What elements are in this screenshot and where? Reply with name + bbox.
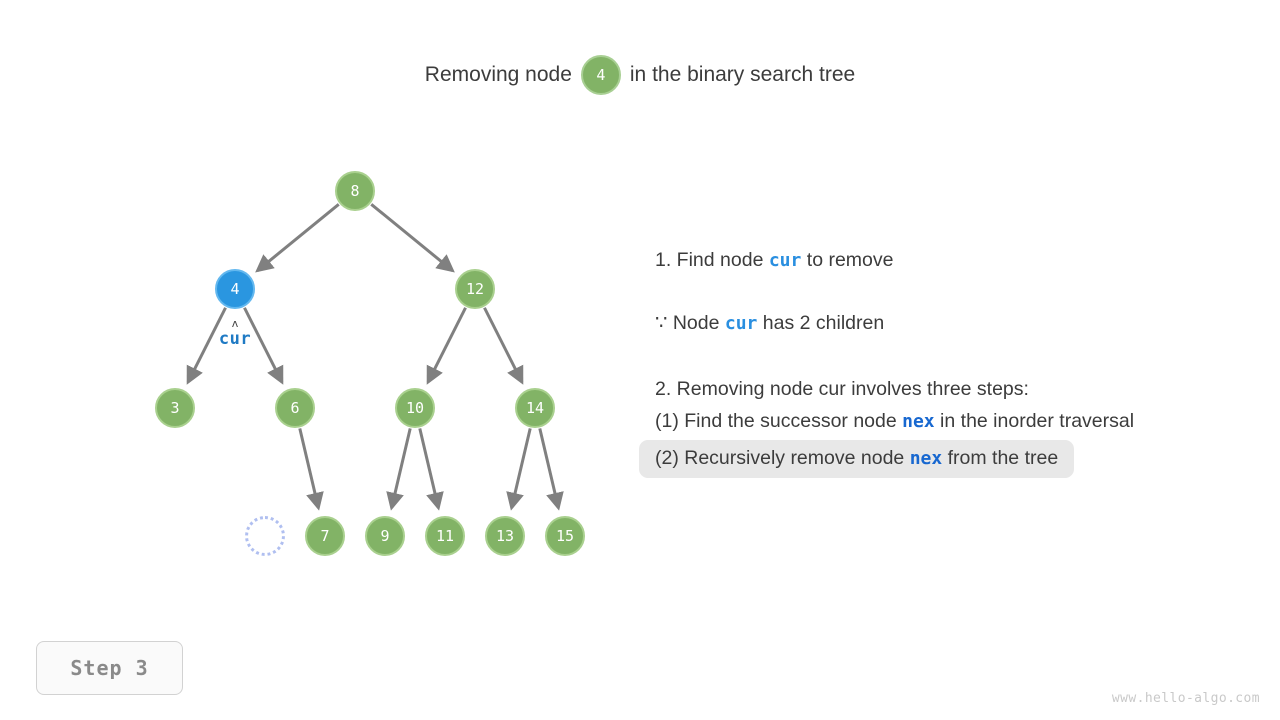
tree-edge <box>483 307 524 385</box>
cur-pointer-label: cur <box>218 329 252 349</box>
tree-node-3: 3 <box>155 388 195 428</box>
tree-node-7: 7 <box>305 516 345 556</box>
tree-node-value: 9 <box>380 526 390 545</box>
page-title-after: in the binary search tree <box>629 63 856 86</box>
tree-node-value: 7 <box>320 526 330 545</box>
tree-node-value: 8 <box>350 181 360 200</box>
tree-edge <box>426 307 467 385</box>
tree-node-value: 10 <box>405 398 425 417</box>
tree-node-value: 11 <box>435 526 455 545</box>
tree-edge <box>255 203 340 273</box>
tree-node-8: 8 <box>335 171 375 211</box>
page-title-before: Removing node <box>424 63 572 86</box>
line5-keyword-nex: nex <box>909 448 943 469</box>
tree-node-6: 6 <box>275 388 315 428</box>
watermark: www.hello-algo.com <box>1111 691 1260 706</box>
step-badge-label: Step 3 <box>70 656 149 680</box>
tree-node-value: 15 <box>555 526 575 545</box>
tree-node-value: 12 <box>465 279 485 298</box>
tree-node-empty-placeholder <box>245 516 285 556</box>
tree-node-value: 13 <box>495 526 515 545</box>
tree-edge <box>186 307 227 385</box>
tree-node-value: 3 <box>170 398 180 417</box>
cur-caret-icon: ʌ <box>231 317 239 330</box>
tree-node-13: 13 <box>485 516 525 556</box>
tree-node-value: 4 <box>230 279 240 298</box>
line2-prefix: ∵ Node <box>655 312 725 334</box>
explanation-line-5: (2) Recursively remove node nex from the… <box>639 440 1265 478</box>
line2-suffix: has 2 children <box>757 312 885 334</box>
tree-edge <box>386 428 412 511</box>
line4-keyword-nex: nex <box>902 411 935 432</box>
tree-edges-layer <box>186 203 564 511</box>
tree-node-15: 15 <box>545 516 585 556</box>
line4-prefix: (1) Find the successor node <box>655 410 903 432</box>
explanation-line-3: 2. Removing node cur involves three step… <box>655 378 1029 400</box>
tree-node-14: 14 <box>515 388 555 428</box>
step-badge: Step 3 <box>36 641 183 695</box>
tree-node-4: 4 <box>215 269 255 309</box>
explanation-line-4: (1) Find the successor node nex in the i… <box>655 403 1265 440</box>
explanation-line-5-highlight: (2) Recursively remove node nex from the… <box>639 440 1075 478</box>
page-title: Removing node 4 in the binary search tree <box>0 55 1280 95</box>
tree-node-value: 6 <box>290 398 300 417</box>
explanation-line-1: 1. Find node cur to remove <box>655 246 1265 275</box>
line1-keyword-cur: cur <box>768 250 802 271</box>
line1-prefix: 1. Find node <box>655 249 769 271</box>
tree-node-12: 12 <box>455 269 495 309</box>
explanation-panel: 1. Find node cur to remove ∵ Node cur ha… <box>639 246 1265 478</box>
tree-node-11: 11 <box>425 516 465 556</box>
tree-edge <box>506 428 532 511</box>
tree-edge <box>243 307 284 385</box>
tree-edge <box>538 428 564 511</box>
cur-pointer: ʌ cur <box>195 317 275 349</box>
line2-keyword-cur: cur <box>724 313 758 334</box>
tree-node-value: 14 <box>525 398 545 417</box>
title-node-badge-value: 4 <box>596 65 606 84</box>
line1-suffix: to remove <box>801 249 894 271</box>
tree-edge <box>418 428 444 511</box>
tree-edge <box>298 428 324 511</box>
tree-edge <box>370 203 455 273</box>
binary-search-tree-diagram: 8 4 12 3 6 10 14 7 9 11 13 15 ʌ cur <box>155 171 585 556</box>
tree-node-9: 9 <box>365 516 405 556</box>
title-node-badge: 4 <box>580 55 621 95</box>
tree-node-10: 10 <box>395 388 435 428</box>
line5-prefix: (2) Recursively remove node <box>655 447 910 469</box>
explanation-line-2: ∵ Node cur has 2 children <box>655 309 1265 338</box>
line5-suffix: from the tree <box>942 447 1059 469</box>
line4-suffix: in the inorder traversal <box>934 410 1135 432</box>
